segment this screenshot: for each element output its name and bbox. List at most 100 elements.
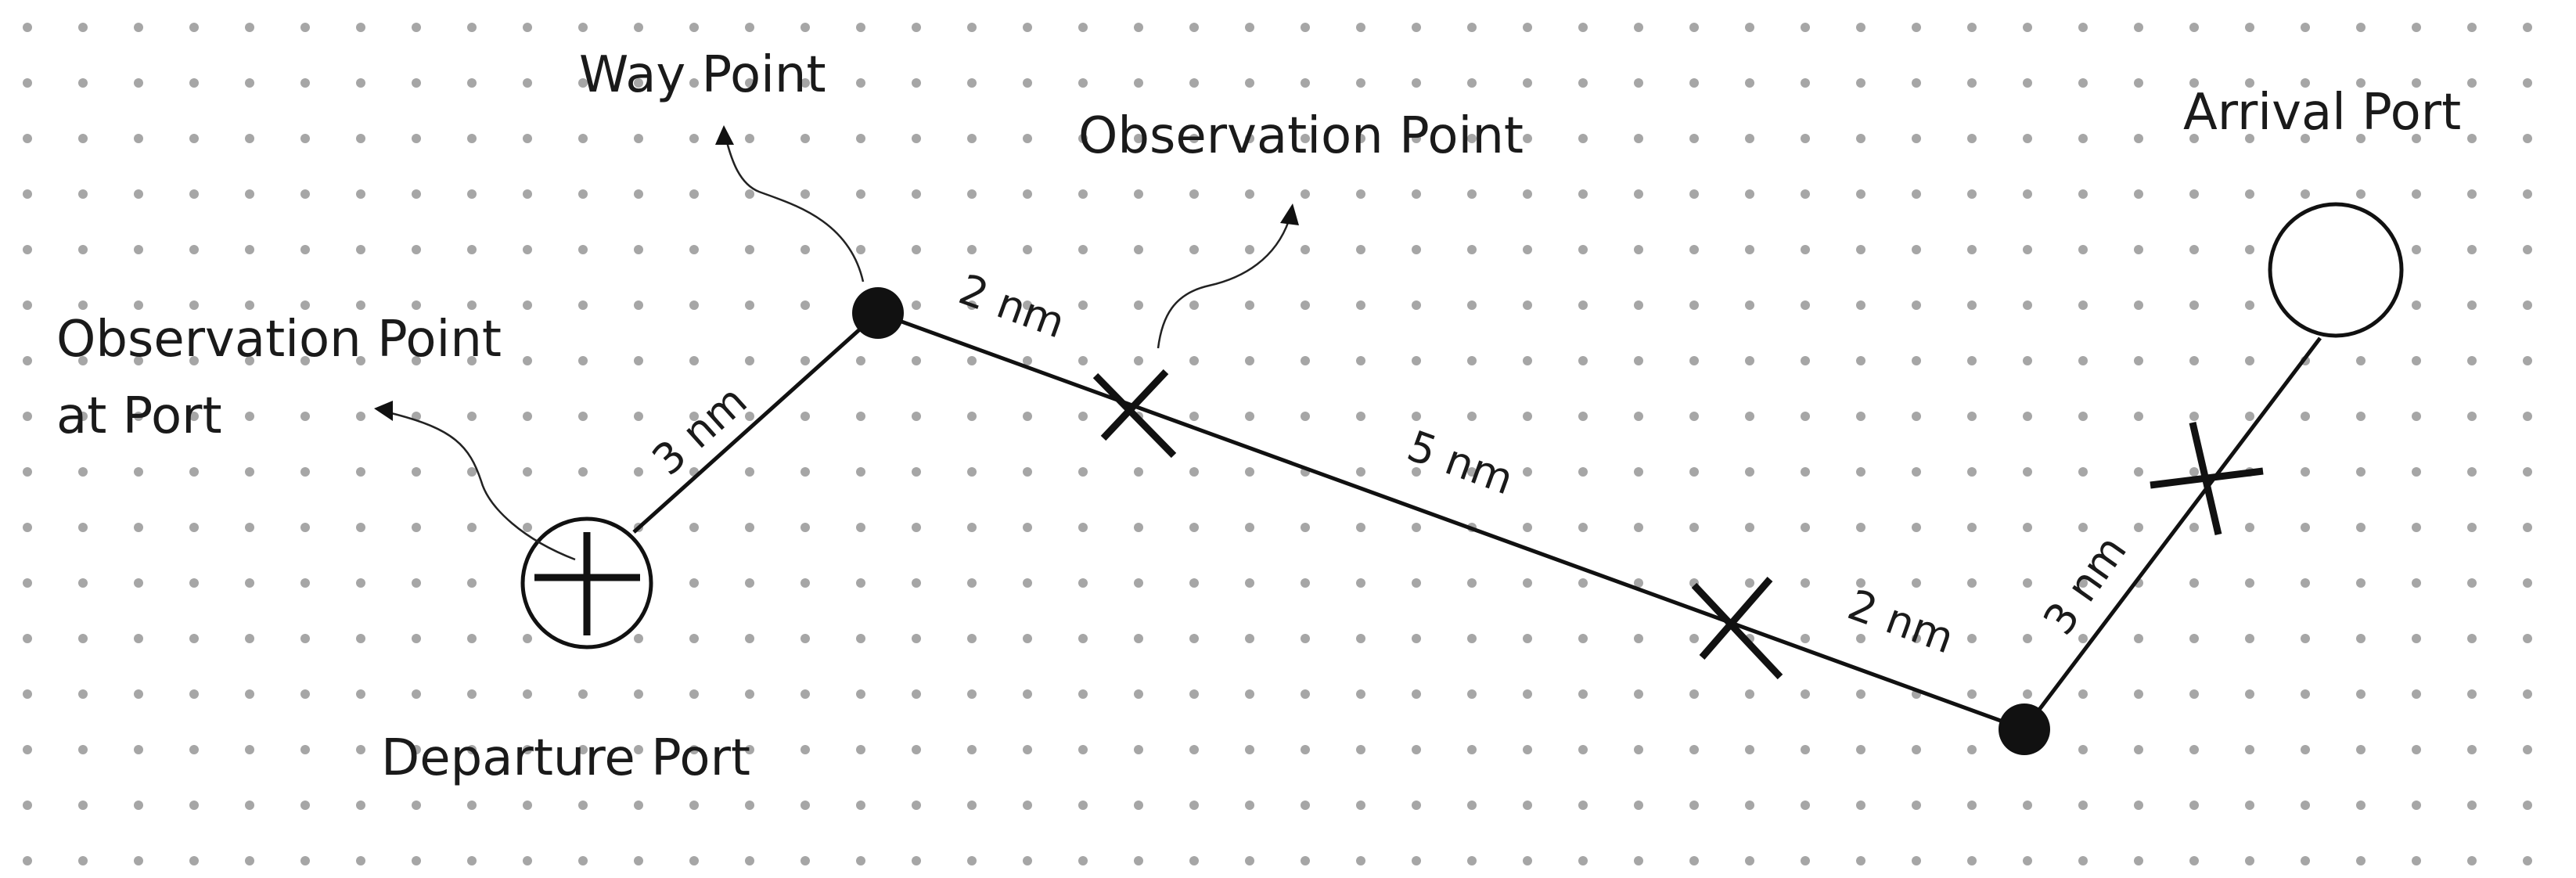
route-segment-waypoint-arrival	[2023, 336, 2322, 731]
grid-dot	[1245, 412, 1254, 421]
grid-dot	[23, 300, 32, 310]
grid-dot	[1745, 356, 1754, 365]
grid-dot	[1856, 856, 1865, 865]
grid-dot	[1023, 467, 1032, 477]
grid-dot	[1912, 801, 1921, 810]
grid-dot	[1412, 801, 1421, 810]
grid-dot	[967, 634, 977, 643]
grid-dot	[2301, 134, 2310, 143]
grid-dot	[1245, 689, 1254, 699]
grid-dot	[1189, 856, 1199, 865]
grid-dot	[2189, 300, 2199, 310]
grid-dot	[300, 578, 310, 588]
grid-dot	[467, 78, 477, 88]
grid-dot	[1801, 23, 1810, 32]
grid-dot	[912, 578, 921, 588]
grid-dot	[134, 134, 143, 143]
grid-dot	[745, 801, 754, 810]
grid-dot	[2356, 578, 2366, 588]
grid-dot	[1301, 689, 1310, 699]
grid-dot	[1134, 689, 1143, 699]
grid-dot	[467, 412, 477, 421]
grid-dot	[1301, 245, 1310, 254]
grid-dot	[2078, 78, 2088, 88]
grid-dot	[1856, 245, 1865, 254]
grid-dot	[2134, 245, 2143, 254]
grid-dot	[2467, 745, 2477, 754]
grid-dot	[801, 356, 810, 365]
grid-dot	[2245, 189, 2254, 199]
grid-dot	[1245, 134, 1254, 143]
grid-dot	[1467, 467, 1477, 477]
grid-dot	[1578, 745, 1588, 754]
grid-dot	[523, 467, 532, 477]
grid-dot	[1856, 578, 1865, 588]
grid-dot	[2245, 245, 2254, 254]
grid-dot	[1412, 745, 1421, 754]
grid-dot	[467, 689, 477, 699]
grid-dot	[1634, 634, 1643, 643]
grid-dot	[1912, 578, 1921, 588]
grid-dot	[1301, 78, 1310, 88]
grid-dot	[189, 189, 199, 199]
grid-dot	[1134, 578, 1143, 588]
grid-dot	[467, 23, 477, 32]
grid-dot	[1356, 189, 1365, 199]
grid-dot	[300, 689, 310, 699]
grid-dot	[1745, 856, 1754, 865]
grid-dot	[801, 467, 810, 477]
grid-dot	[300, 467, 310, 477]
grid-dot	[967, 689, 977, 699]
grid-dot	[412, 689, 421, 699]
grid-dot	[1078, 23, 1088, 32]
grid-dot	[2189, 412, 2199, 421]
grid-dot	[689, 801, 699, 810]
grid-dot	[1745, 134, 1754, 143]
grid-dot	[1023, 634, 1032, 643]
grid-dot	[245, 134, 254, 143]
grid-dot	[2523, 300, 2532, 310]
grid-dot	[801, 245, 810, 254]
grid-dot	[1745, 412, 1754, 421]
grid-dot	[1523, 578, 1532, 588]
grid-dot	[634, 78, 643, 88]
grid-dot	[1967, 356, 1977, 365]
grid-dot	[1356, 356, 1365, 365]
grid-dot	[467, 356, 477, 365]
grid-dot	[1523, 78, 1532, 88]
grid-dot	[2412, 634, 2421, 643]
grid-dot	[578, 467, 588, 477]
grid-dot	[1134, 356, 1143, 365]
grid-dot	[1634, 689, 1643, 699]
grid-dot	[356, 467, 365, 477]
grid-dot	[1467, 856, 1477, 865]
grid-dot	[856, 745, 865, 754]
grid-dot	[912, 523, 921, 532]
grid-dot	[134, 23, 143, 32]
grid-dot	[634, 245, 643, 254]
grid-dot	[1189, 634, 1199, 643]
grid-dot	[467, 300, 477, 310]
grid-dot	[1634, 78, 1643, 88]
grid-dot	[1467, 412, 1477, 421]
grid-dot	[1967, 189, 1977, 199]
grid-dot	[1634, 245, 1643, 254]
grid-dot	[745, 189, 754, 199]
grid-dot	[1745, 745, 1754, 754]
grid-dot	[2467, 412, 2477, 421]
grid-dot	[2134, 467, 2143, 477]
grid-dot	[1856, 356, 1865, 365]
grid-dot	[1912, 856, 1921, 865]
grid-dot	[1523, 356, 1532, 365]
grid-dot	[1745, 189, 1754, 199]
grid-dot	[2356, 634, 2366, 643]
grid-dot	[1856, 634, 1865, 643]
grid-dot	[745, 578, 754, 588]
grid-dot	[356, 856, 365, 865]
grid-dot	[2412, 189, 2421, 199]
grid-dot	[1912, 245, 1921, 254]
grid-dot	[2467, 634, 2477, 643]
grid-dot	[745, 467, 754, 477]
grid-dot	[912, 801, 921, 810]
